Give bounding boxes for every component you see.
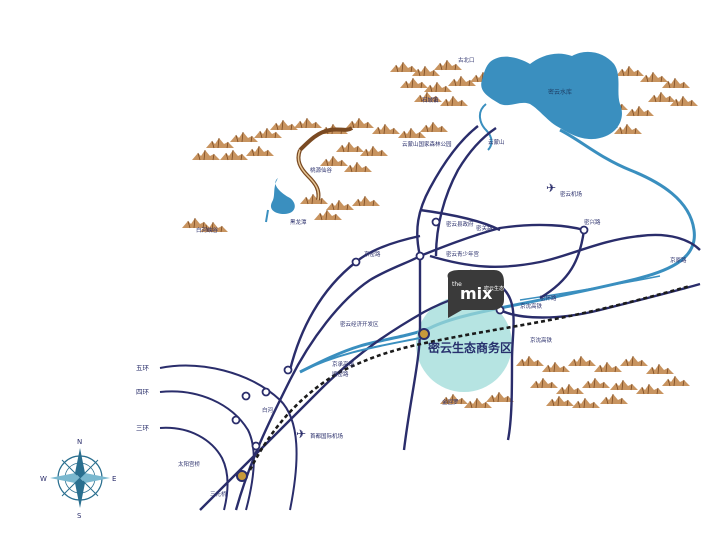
gov-label: 密云县政府 [446, 220, 474, 228]
capital-airport-label: 首都国际机场 [310, 432, 344, 440]
district-node [418, 328, 430, 340]
svg-text:E: E [112, 475, 116, 483]
miyun-airport-label: 密云机场 [560, 190, 583, 198]
road-shunmi: 顺密路 [332, 370, 349, 378]
baihe-label: 白河峡谷 [196, 226, 219, 234]
reservoir-label: 密云水库 [548, 88, 572, 96]
business-district-zone [416, 296, 512, 392]
taiyanggong-label: 太阳宫桥 [178, 460, 201, 468]
miyun-reservoir [481, 51, 622, 140]
road-jingshen: 京沈高铁 [530, 336, 553, 344]
stone-label: 石城镇 [422, 96, 439, 104]
svg-text:密云生态: 密云生态 [484, 285, 504, 292]
svg-text:mix: mix [460, 284, 493, 303]
rail-line [248, 284, 691, 471]
sanyuan-label: 三元桥 [210, 490, 227, 498]
svg-text:N: N [77, 438, 82, 446]
park1-label: 云蒙山国家森林公园 [402, 140, 452, 148]
ring-roads [159, 364, 298, 511]
ring4-label: 四环 [136, 388, 150, 396]
heilongtan-lake [270, 178, 295, 214]
svg-text:the: the [452, 281, 462, 288]
heilongtan-label: 黑龙潭 [290, 218, 307, 226]
airport-icon: ✈ [296, 427, 306, 441]
road-jingshen2: 京沈高铁 [520, 302, 543, 310]
mix-logo: mix the 密云生态 [447, 270, 504, 318]
park2-label: 云蒙山 [488, 138, 505, 146]
road-jingcheng: 京承高速 [332, 360, 355, 368]
road-jingyuan: 京原路 [670, 256, 687, 264]
youth-label: 密云青少年宫 [446, 250, 480, 258]
airport-icon: ✈ [546, 181, 556, 195]
svg-text:S: S [77, 512, 82, 520]
gold-label: 金叵罗 [442, 398, 459, 406]
road-qixian: 密关路 [476, 224, 493, 232]
compass-rose: N S E W [40, 438, 116, 520]
miyun-river-south [519, 275, 661, 301]
district-label: 密云生态商务区 [428, 340, 512, 355]
svg-text:W: W [40, 475, 47, 483]
road-bai-river: 白河 [262, 406, 274, 414]
ring3-label: 三环 [136, 424, 150, 432]
road-jingmi: 京密路 [364, 250, 381, 258]
baihe-river [479, 103, 493, 151]
junction-nodes [231, 217, 589, 451]
road-mihuai: 密怀路 [540, 294, 557, 302]
road-mixing: 密兴路 [584, 218, 601, 226]
ring5-label: 五环 [136, 364, 150, 372]
pass-label: 桃源仙谷 [310, 166, 333, 174]
devzone-label: 密云经济开发区 [340, 320, 379, 328]
sanyuan-node [236, 470, 248, 482]
village-label: 古北口 [458, 56, 475, 64]
